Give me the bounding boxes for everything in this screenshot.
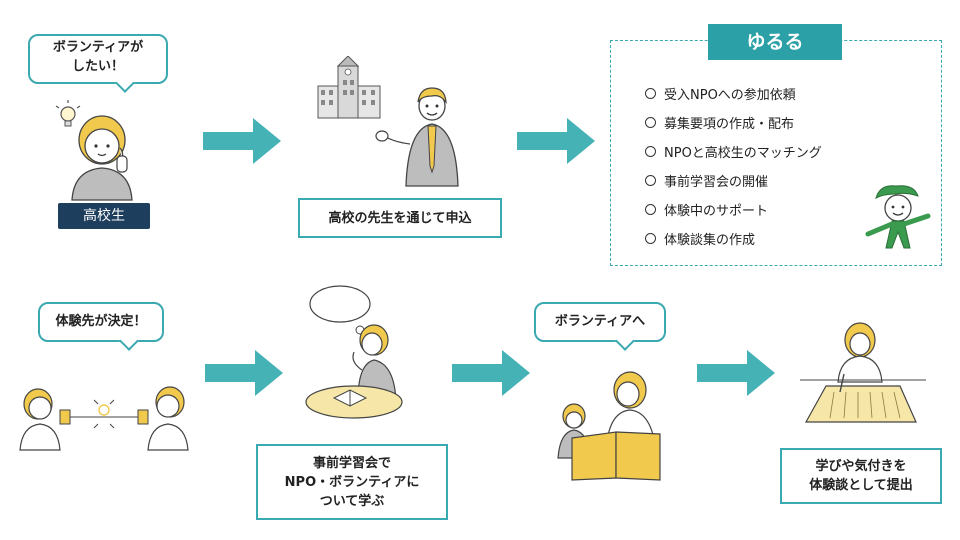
task-item: 募集要項の作成・配布 [645, 113, 794, 132]
decided-speech-bubble: 体験先が決定！ [38, 302, 164, 351]
school-icon [317, 56, 381, 119]
bubble-text-line2: したい！ [71, 59, 124, 74]
flow-arrow-4 [452, 350, 530, 396]
sparkle-icon [93, 399, 115, 429]
student-badge: 高校生 [58, 203, 150, 229]
bubble-text: 体験先が決定！ [55, 314, 147, 329]
flow-arrow-2 [517, 118, 595, 164]
box-line1: 事前学習会で [312, 455, 391, 471]
box-line1: 学びや気付きを [815, 459, 907, 474]
box-line2: 体験談として提出 [809, 478, 913, 493]
pre-study-session-box: 事前学習会で NPO・ボランティアに ついて学ぶ [256, 444, 448, 520]
box-line2: NPO・ボランティアに [284, 474, 420, 490]
task-item: 体験中のサポート [645, 200, 768, 219]
task-item: 体験談集の作成 [645, 229, 755, 248]
submit-report-box: 学びや気付きを 体験談として提出 [780, 448, 942, 504]
to-volunteer-speech-bubble: ボランティアへ [534, 302, 666, 351]
task-item-label: NPOと高校生のマッチング [664, 146, 822, 161]
task-item-label: 事前学習会の開催 [664, 175, 769, 190]
book-icon [571, 431, 661, 481]
flow-arrow-3 [205, 350, 283, 396]
teacher-school-illustration [317, 56, 459, 187]
apply-via-teacher-box: 高校の先生を通じて申込 [298, 198, 502, 238]
student-illustration [55, 100, 133, 201]
student-speech-bubble: ボランティアが したい！ [28, 34, 168, 93]
task-item-label: 体験談集の作成 [664, 233, 756, 248]
yururu-title: ゆるる [708, 24, 842, 60]
task-item-label: 募集要項の作成・配布 [664, 117, 795, 132]
tin-can-phone-illustration [19, 386, 189, 451]
writing-report-illustration [800, 322, 926, 423]
flow-arrow-1 [203, 118, 281, 164]
box-line3: ついて学ぶ [319, 493, 385, 509]
task-item-label: 体験中のサポート [664, 204, 769, 219]
thought-cloud-icon [309, 285, 371, 323]
lightbulb-icon [55, 100, 81, 127]
studying-student-illustration [305, 285, 403, 419]
task-item: 事前学習会の開催 [645, 171, 768, 190]
reading-to-child-illustration [557, 371, 661, 481]
task-item: 受入NPOへの参加依頼 [645, 84, 796, 103]
bubble-text-line1: ボランティアが [52, 40, 144, 55]
task-item: NPOと高校生のマッチング [645, 142, 822, 161]
task-item-label: 受入NPOへの参加依頼 [664, 88, 796, 103]
flow-arrow-5 [697, 350, 775, 396]
mascot-illustration [865, 185, 931, 249]
bubble-text: ボランティアへ [554, 314, 646, 329]
